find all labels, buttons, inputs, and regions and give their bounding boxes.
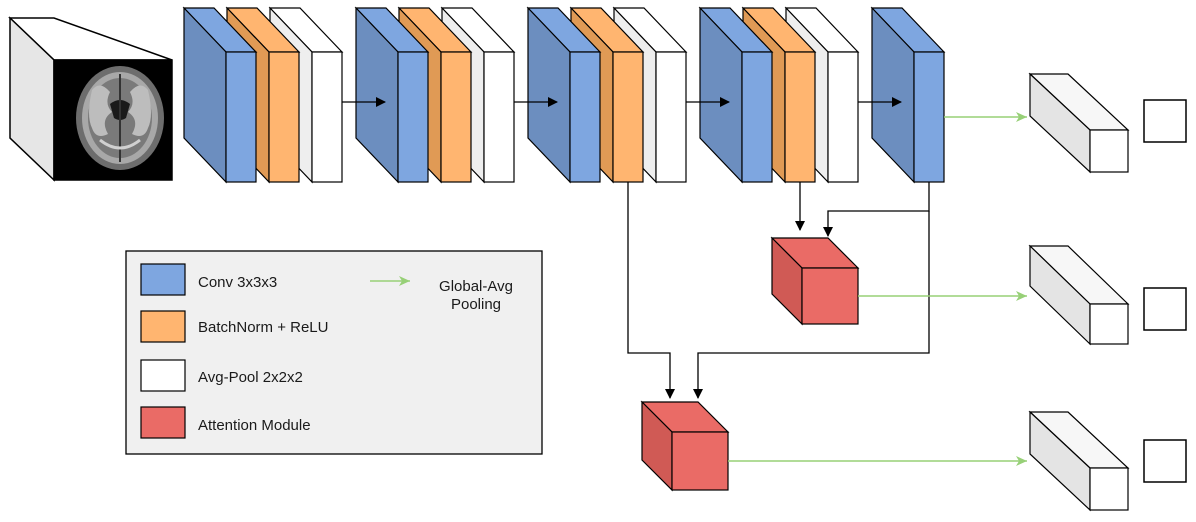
- output-node-3: [1143, 439, 1187, 483]
- pooled-feature-3: [1028, 410, 1130, 512]
- legend-avgpool-swatch: [140, 359, 186, 392]
- brain-mri-volume-icon: [76, 66, 164, 170]
- legend-batchnorm-swatch: [140, 310, 186, 343]
- legend-batchnorm-label: BatchNorm + ReLU: [198, 319, 328, 336]
- legend-conv-swatch: [140, 263, 186, 296]
- conv3d-layer: [354, 6, 430, 184]
- legend-attention-label: Attention Module: [198, 417, 311, 434]
- conv3d-layer: [698, 6, 774, 184]
- final-conv3d-layer: [870, 6, 946, 184]
- legend-box: [125, 250, 543, 455]
- input-volume: [8, 16, 173, 182]
- pooled-feature-2: [1028, 244, 1130, 346]
- conv3d-layer: [526, 6, 602, 184]
- conv3d-layer: [182, 6, 258, 184]
- gap-arrows: [728, 112, 1027, 466]
- legend-attention-swatch: [140, 406, 186, 439]
- pooled-feature-1: [1028, 72, 1130, 174]
- legend-avgpool-label: Avg-Pool 2x2x2: [198, 369, 303, 386]
- output-node-2: [1143, 287, 1187, 331]
- attention-connections: [627, 182, 930, 399]
- encoder-block-4: [698, 6, 860, 184]
- attention-module-2: [640, 400, 730, 492]
- encoder-block-1: [182, 6, 344, 184]
- legend-gap-label-line2: Pooling: [451, 296, 501, 313]
- encoder-block-3: [526, 6, 688, 184]
- legend: Conv 3x3x3 BatchNorm + ReLU Avg-Pool 2x2…: [125, 250, 543, 455]
- output-node-1: [1143, 99, 1187, 143]
- encoder-block-2: [354, 6, 516, 184]
- attention-module-1: [770, 236, 860, 326]
- legend-gap-label-line1: Global-Avg: [439, 278, 513, 295]
- legend-conv-label: Conv 3x3x3: [198, 274, 277, 291]
